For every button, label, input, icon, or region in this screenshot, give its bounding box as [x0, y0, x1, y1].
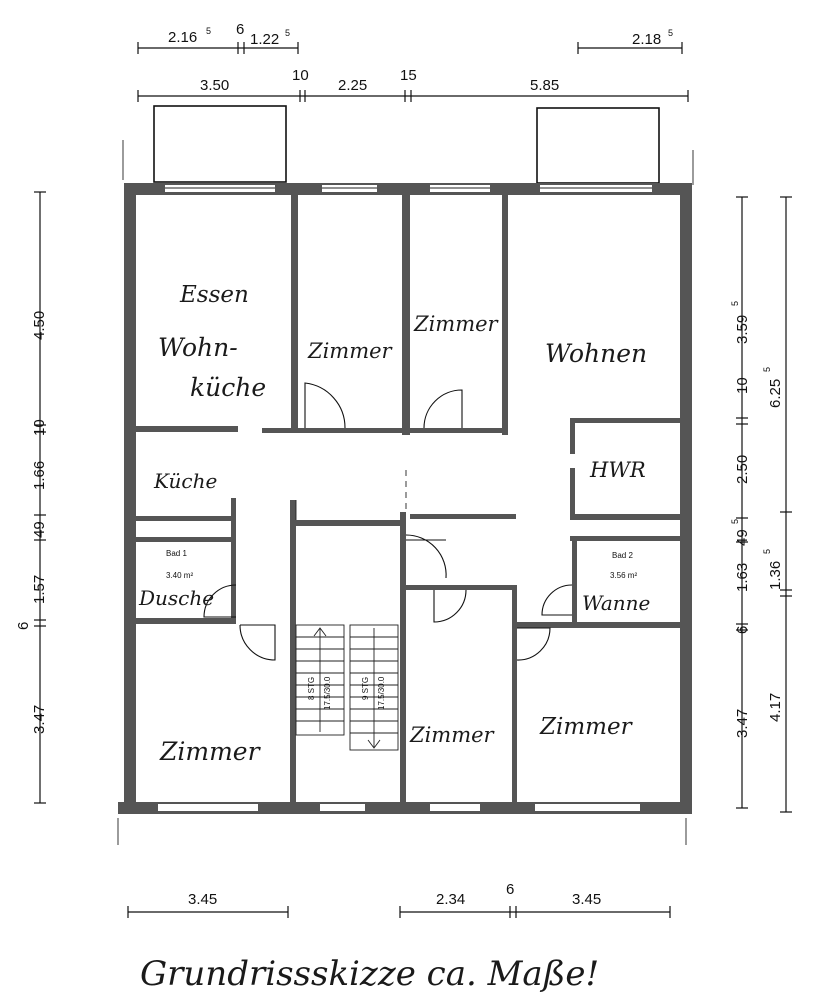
dim-right-10: 10	[734, 377, 751, 394]
dim-left-157: 1.57	[31, 575, 48, 604]
room-wohnen: Wohnen	[545, 339, 647, 368]
dim-right-250: 2.50	[734, 455, 751, 484]
room-labels: Essen Wohn- küche Zimmer Zimmer Wohnen H…	[138, 282, 650, 766]
dim-top-225: 2.25	[338, 77, 367, 94]
dim-bottom-234: 2.34	[436, 891, 465, 908]
dim-top-15: 15	[400, 67, 417, 84]
dim-bottom-345-left: 3.45	[188, 891, 217, 908]
dim-top-585: 5.85	[530, 77, 559, 94]
dim-right-347: 3.47	[734, 709, 751, 738]
stair-right-steps: 9 STG	[361, 677, 370, 700]
dim-right-49: 49	[734, 529, 751, 546]
bad2-label: Bad 2	[612, 551, 633, 560]
stair-right-ratio: 17.5/30.0	[377, 676, 386, 710]
dim-left-450: 4.50	[31, 311, 48, 340]
outer-walls	[118, 183, 692, 814]
dim-left-166: 1.66	[31, 461, 48, 490]
svg-text:5: 5	[762, 367, 772, 372]
dim-top-350: 3.50	[200, 77, 229, 94]
right-dimensions: 3.59 5 10 2.50 49 5 1.63 6 3.47 6.25 5 1…	[730, 196, 792, 813]
dim-left-10: 10	[31, 419, 48, 436]
svg-text:5: 5	[206, 26, 211, 36]
balcony-left	[153, 105, 287, 183]
doors	[203, 382, 573, 661]
bottom-dimensions: 3.45 2.34 6 3.45	[117, 818, 687, 918]
svg-text:5: 5	[730, 519, 740, 524]
dim-right-625: 6.25	[767, 379, 784, 408]
stairs: 8 STG 17.5/30.0 9 STG 17.5/30.0	[295, 624, 399, 751]
dim-bottom-345-right: 3.45	[572, 891, 601, 908]
svg-text:5: 5	[762, 549, 772, 554]
room-wohnkueche-2: küche	[190, 373, 266, 402]
bad1-area: 3.40 m²	[166, 571, 193, 580]
dim-right-417: 4.17	[767, 693, 784, 722]
room-wanne: Wanne	[582, 591, 650, 615]
svg-text:5: 5	[668, 28, 673, 38]
dim-right-6: 6	[734, 626, 751, 634]
top-dimensions: 2.16 5 6 1.22 5 2.18 5 3.50 10 2.25 15 5…	[122, 21, 694, 185]
dim-top-216: 2.16	[168, 29, 197, 46]
dim-left-347: 3.47	[31, 705, 48, 734]
stair-left-ratio: 17.5/30.0	[323, 676, 332, 710]
dim-top-6: 6	[236, 21, 244, 38]
room-kueche: Küche	[153, 469, 217, 493]
dim-top-122: 1.22	[250, 31, 279, 48]
caption: Grundrissskizze ca. Maße!	[140, 954, 599, 994]
dim-top-218: 2.18	[632, 31, 661, 48]
room-hwr: HWR	[589, 458, 646, 482]
room-zimmer-1: Zimmer	[307, 339, 394, 363]
left-dimensions: 4.50 10 1.66 49 1.57 6 3.47	[15, 191, 48, 804]
room-dusche: Dusche	[138, 586, 214, 610]
room-wohnkueche-1: Wohn-	[158, 333, 238, 362]
dim-top-10: 10	[292, 67, 309, 84]
balcony-right	[536, 107, 660, 184]
room-zimmer-5: Zimmer	[539, 714, 634, 740]
dim-right-136: 1.36	[767, 561, 784, 590]
room-zimmer-2: Zimmer	[413, 312, 500, 336]
dim-left-49: 49	[31, 521, 48, 538]
dim-left-6: 6	[15, 622, 32, 630]
dim-right-163: 1.63	[734, 563, 751, 592]
room-zimmer-4: Zimmer	[409, 723, 496, 747]
bad1-label: Bad 1	[166, 549, 187, 558]
bad2-area: 3.56 m²	[610, 571, 637, 580]
interior-walls	[136, 195, 680, 807]
svg-text:5: 5	[730, 301, 740, 306]
svg-text:5: 5	[285, 28, 290, 38]
dim-right-359: 3.59	[734, 315, 751, 344]
room-zimmer-3: Zimmer	[159, 737, 262, 766]
room-essen: Essen	[179, 282, 249, 308]
stair-left-steps: 8 STG	[307, 677, 316, 700]
dim-bottom-6: 6	[506, 881, 514, 898]
